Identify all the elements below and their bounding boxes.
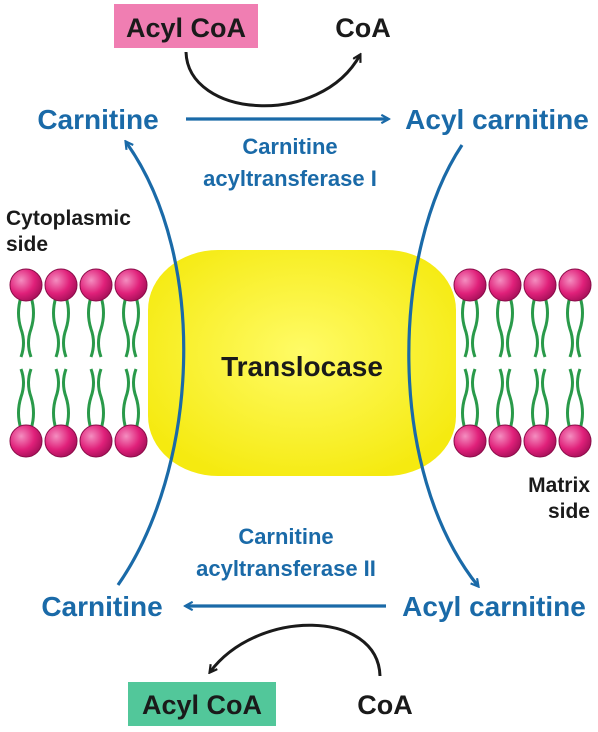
lipid-tail bbox=[471, 368, 479, 430]
membrane-left bbox=[9, 268, 148, 458]
carnitine-export-arrow bbox=[116, 142, 186, 586]
cat2-label-line2: acyltransferase II bbox=[196, 556, 376, 581]
lipid-tail bbox=[576, 296, 584, 358]
acyl-carnitine-bottom-label: Acyl carnitine bbox=[402, 591, 586, 622]
lipid-tail bbox=[496, 296, 504, 358]
lipid-head bbox=[44, 424, 78, 458]
lipid-tail bbox=[17, 368, 25, 430]
cat1-label-line2: acyltransferase I bbox=[203, 166, 377, 191]
coa-top-label: CoA bbox=[335, 13, 391, 43]
lipid-tail bbox=[97, 368, 105, 430]
lipid-head bbox=[9, 268, 43, 302]
cat2-label-line1: Carnitine bbox=[238, 524, 333, 549]
lipid-tail bbox=[496, 368, 504, 430]
lipid-tail bbox=[506, 296, 514, 358]
lipid-tail bbox=[27, 368, 35, 430]
lipid-tail bbox=[541, 296, 549, 358]
lipid-head bbox=[453, 268, 487, 302]
acyl-coa-top-label: Acyl CoA bbox=[126, 13, 246, 43]
membrane-right bbox=[453, 268, 592, 458]
lipid-tail bbox=[461, 368, 469, 430]
lipid-head bbox=[44, 268, 78, 302]
lipid-tail bbox=[576, 368, 584, 430]
coa-to-acyl-coa-arrow bbox=[210, 623, 382, 677]
lipid-tail bbox=[531, 296, 539, 358]
lipid-tail bbox=[132, 296, 140, 358]
lipid-head bbox=[488, 268, 522, 302]
acyl-coa-bottom-label: Acyl CoA bbox=[142, 690, 262, 720]
lipid-head bbox=[9, 424, 43, 458]
lipid-tail bbox=[132, 368, 140, 430]
lipid-tail bbox=[62, 296, 70, 358]
cytoplasmic-side-label-line1: Cytoplasmic bbox=[6, 207, 131, 230]
lipid-head bbox=[114, 268, 148, 302]
lipid-head bbox=[523, 424, 557, 458]
acyl-coa-to-coa-arrow bbox=[184, 51, 360, 108]
lipid-head bbox=[558, 268, 592, 302]
lipid-tail bbox=[471, 296, 479, 358]
coa-bottom-label: CoA bbox=[357, 690, 413, 720]
matrix-side-label-line1: Matrix bbox=[528, 474, 590, 497]
lipid-head bbox=[488, 424, 522, 458]
lipid-head bbox=[79, 268, 113, 302]
lipid-tail bbox=[541, 368, 549, 430]
lipid-tail bbox=[87, 296, 95, 358]
lipid-tail bbox=[531, 368, 539, 430]
lipid-tail bbox=[97, 296, 105, 358]
lipid-head bbox=[79, 424, 113, 458]
lipid-head bbox=[558, 424, 592, 458]
lipid-tail bbox=[87, 368, 95, 430]
matrix-side-label-line2: side bbox=[548, 500, 590, 523]
carnitine-bottom-label: Carnitine bbox=[41, 591, 162, 622]
lipid-head bbox=[453, 424, 487, 458]
carnitine-top-label: Carnitine bbox=[37, 104, 158, 135]
lipid-tail bbox=[566, 296, 574, 358]
acyl-carnitine-import-arrow bbox=[407, 144, 478, 586]
acyl-carnitine-top-label: Acyl carnitine bbox=[405, 104, 589, 135]
lipid-head bbox=[523, 268, 557, 302]
cat1-label-line1: Carnitine bbox=[242, 134, 337, 159]
translocase-protein bbox=[148, 250, 456, 476]
cytoplasmic-side-label-line2: side bbox=[6, 233, 48, 256]
lipid-tail bbox=[506, 368, 514, 430]
lipid-tail bbox=[52, 296, 60, 358]
lipid-tail bbox=[461, 296, 469, 358]
lipid-tail bbox=[62, 368, 70, 430]
lipid-tail bbox=[122, 368, 130, 430]
translocase-label: Translocase bbox=[221, 351, 383, 382]
acyl-coa-bottom-box bbox=[128, 682, 276, 726]
lipid-tail bbox=[52, 368, 60, 430]
lipid-head bbox=[114, 424, 148, 458]
lipid-tail bbox=[566, 368, 574, 430]
lipid-tail bbox=[17, 296, 25, 358]
lipid-tail bbox=[122, 296, 130, 358]
lipid-tail bbox=[27, 296, 35, 358]
acyl-coa-top-box bbox=[114, 4, 258, 48]
